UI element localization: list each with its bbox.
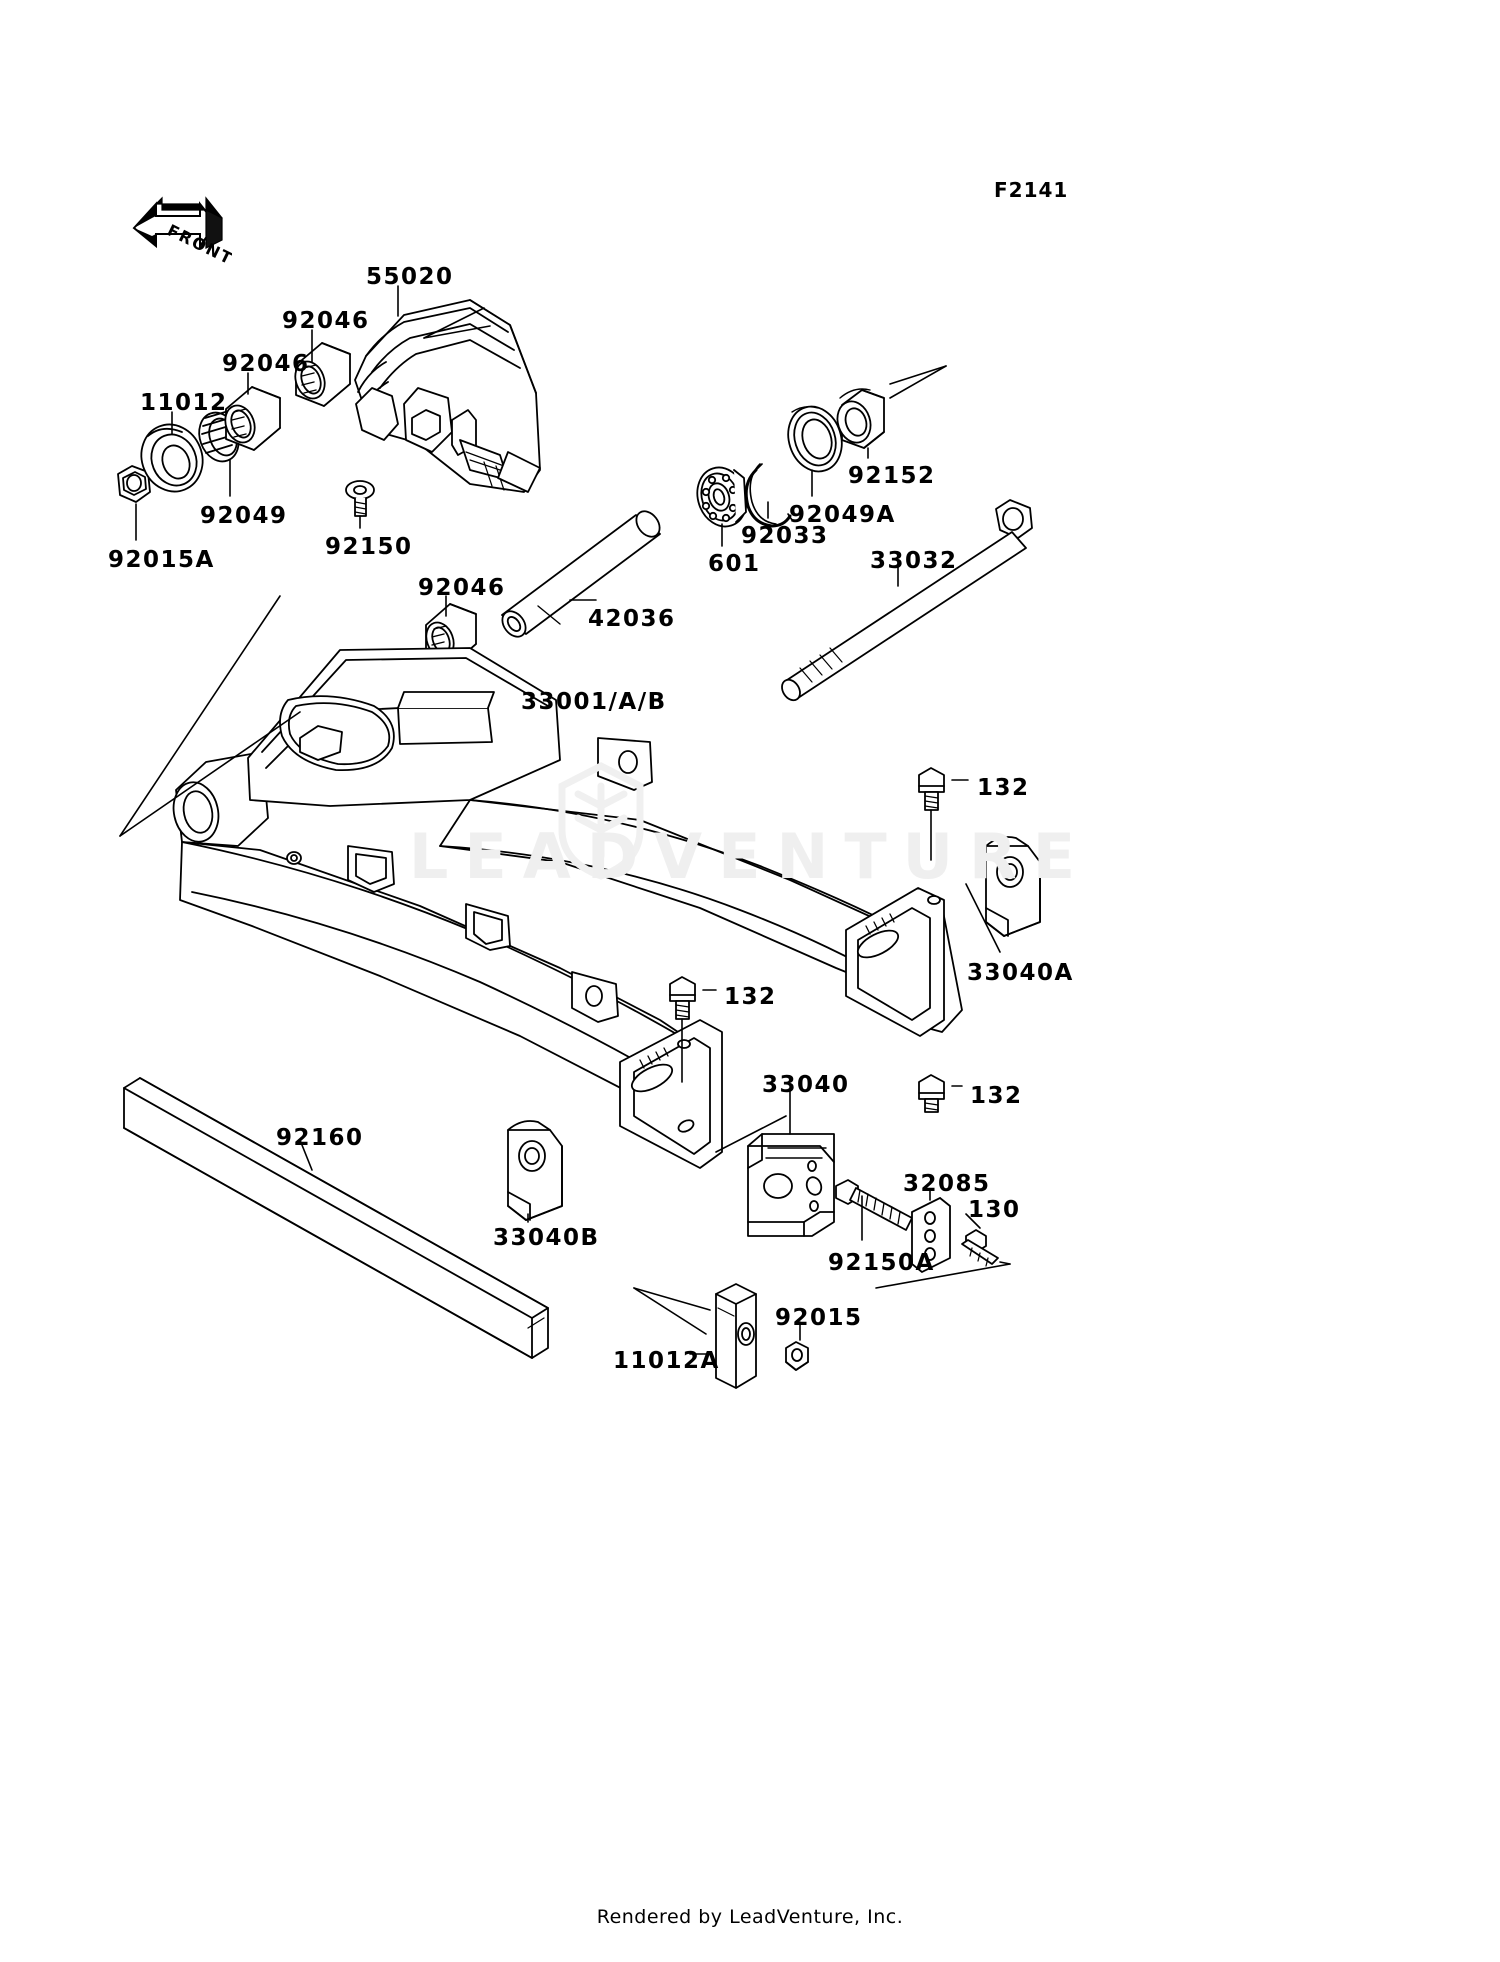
callout-92160: 92160: [276, 1125, 364, 1151]
callout-92033: 92033: [741, 523, 829, 549]
callout-92152: 92152: [848, 463, 936, 489]
callout-92015A: 92015A: [108, 547, 215, 573]
part-55020-chain-guard: [354, 299, 541, 493]
diagram-code: F2141: [994, 178, 1069, 202]
callout-92049A: 92049A: [789, 502, 896, 528]
callout-92150A: 92150A: [828, 1250, 935, 1276]
part-92150A-bolt: [835, 1179, 913, 1231]
part-92160-damper: [123, 1077, 549, 1359]
part-132-bolt-upper: [918, 767, 945, 811]
part-92046-bearing-a: [224, 386, 281, 451]
callout-92049: 92049: [200, 503, 288, 529]
part-92033-snap-ring: [744, 463, 793, 528]
part-11012A-cap: [715, 1283, 757, 1389]
callout-92046-b: 92046: [282, 308, 370, 334]
callout-132-lower: 132: [970, 1083, 1023, 1109]
part-33040-adjuster-block: [747, 1133, 835, 1237]
callout-55020: 55020: [366, 264, 454, 290]
front-direction-arrow: FRONT: [122, 190, 237, 270]
part-92015-nut: [785, 1341, 809, 1371]
callout-33032: 33032: [870, 548, 958, 574]
callout-33040A: 33040A: [967, 960, 1074, 986]
callout-132-upper: 132: [977, 775, 1030, 801]
footer-credit: Rendered by LeadVenture, Inc.: [596, 1906, 904, 1928]
callout-92015: 92015: [775, 1305, 863, 1331]
callout-130: 130: [968, 1197, 1021, 1223]
callout-33001: 33001/A/B: [521, 689, 667, 715]
part-92150-bolt: [345, 480, 375, 517]
callout-92046-a: 92046: [222, 351, 310, 377]
front-arrow-icon: FRONT: [132, 196, 237, 269]
part-92046-bearing-c: [425, 603, 477, 666]
part-92015A-nut: [117, 465, 151, 503]
callout-32085: 32085: [903, 1171, 991, 1197]
watermark-text: LEADVENTURE: [408, 820, 1092, 893]
callout-92046-c: 92046: [418, 575, 506, 601]
callout-11012: 11012: [140, 390, 228, 416]
callout-42036: 42036: [588, 606, 676, 632]
callout-11012A: 11012A: [613, 1348, 720, 1374]
part-11012-cap: [140, 423, 204, 493]
callout-92150: 92150: [325, 534, 413, 560]
part-92049A-seal: [787, 405, 843, 473]
callout-33040B: 33040B: [493, 1225, 600, 1251]
part-132-bolt-middle: [669, 976, 696, 1020]
callout-601: 601: [708, 551, 761, 577]
part-130-bolt: [961, 1229, 999, 1267]
part-132-bolt-lower: [918, 1074, 945, 1113]
part-92049-seal: [198, 409, 240, 463]
callout-132-mid: 132: [724, 984, 777, 1010]
part-92152-collar: [836, 388, 885, 449]
leadventure-logo-watermark: [558, 762, 644, 880]
part-33040B-adjuster: [507, 1120, 563, 1221]
callout-33040: 33040: [762, 1072, 850, 1098]
